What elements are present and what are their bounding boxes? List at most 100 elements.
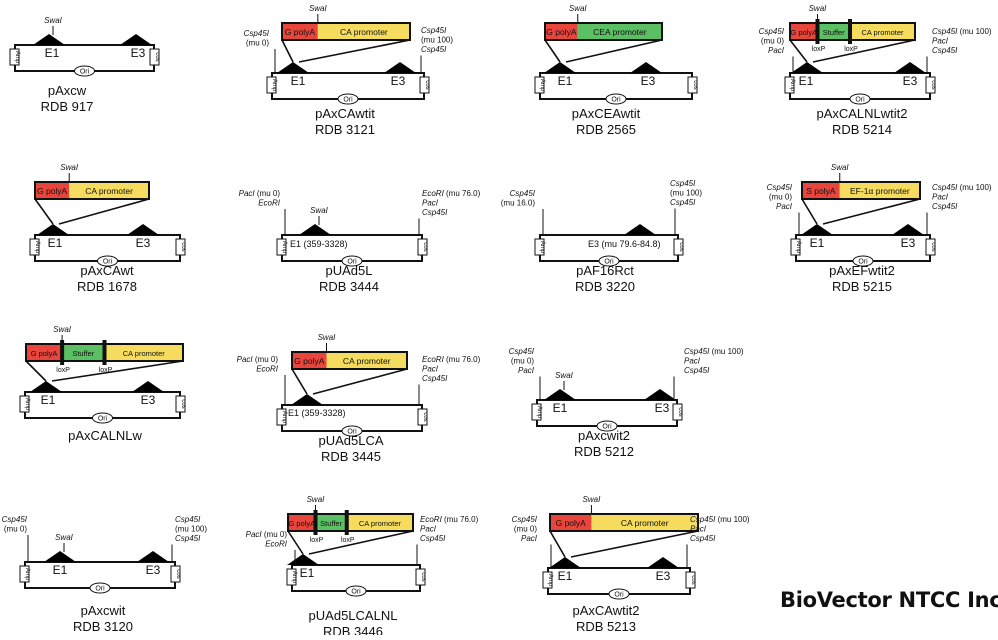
map-unit: (mu 76.0)	[444, 189, 481, 198]
amp-label: Amp	[789, 79, 795, 92]
right-site-label: Csp45I	[690, 534, 716, 543]
amp-marker	[266, 76, 277, 94]
amp-label: Amp	[24, 568, 30, 581]
ori-label: Ori	[343, 97, 353, 104]
insert-segment	[317, 23, 410, 40]
cos-marker	[149, 48, 160, 66]
vector-name: pUAd5L	[326, 263, 373, 278]
left-site-label: (mu 0)	[246, 39, 269, 48]
insert-label: G polyA	[285, 27, 316, 37]
connector-line	[801, 198, 818, 225]
e1-label: E1	[799, 74, 814, 88]
vector-rdb: RDB 3444	[319, 279, 379, 294]
left-site-label: PacI (mu 0)	[239, 189, 281, 198]
map-unit: (mu 100)	[175, 525, 207, 534]
left-site-label: PacI (mu 0)	[237, 355, 279, 364]
insert-label: Stuffer	[72, 349, 94, 358]
ori-oval	[337, 93, 359, 105]
connector-line	[570, 530, 699, 558]
ori-oval	[92, 412, 113, 424]
map-unit: (mu 0)	[255, 189, 281, 198]
left-site-label: Csp45I	[767, 183, 793, 192]
ori-label: Ori	[604, 259, 614, 266]
left-site-label: (mu 16.0)	[501, 199, 536, 208]
enzyme-name: PacI	[690, 525, 707, 534]
vector-name: pAxCEAwtit	[572, 106, 641, 121]
vector-name: pAF16Rct	[576, 263, 634, 278]
gene-triangle	[291, 394, 323, 405]
right-site-label: Csp45I	[421, 45, 447, 54]
enzyme-name: Csp45I	[690, 515, 716, 524]
vector-rdb: RDB 3121	[315, 122, 375, 137]
cos-marker	[175, 238, 186, 256]
right-site-label: PacI	[932, 37, 949, 46]
insert-label: Stuffer	[823, 28, 845, 37]
amp-marker	[29, 238, 40, 256]
insert-segment	[817, 23, 850, 40]
left-site-label: Csp45I	[510, 189, 536, 198]
insert-label: CEA promoter	[593, 27, 647, 37]
vector-rdb: RDB 3446	[323, 624, 383, 635]
insert-segment	[35, 182, 70, 199]
loxp-label: loxP	[844, 46, 858, 53]
amp-marker	[19, 565, 30, 583]
insert-segment	[591, 514, 698, 531]
vector-name: pAxcw	[48, 83, 87, 98]
enzyme-name: PacI	[420, 525, 437, 534]
e1-triangle	[277, 62, 309, 73]
enzyme-name: PacI	[521, 534, 538, 543]
vector-rdb: RDB 5214	[832, 122, 892, 137]
enzyme-name: Csp45I	[175, 534, 201, 543]
cos-label: cos	[180, 242, 186, 251]
amp-marker	[286, 568, 297, 586]
e1-triangle	[33, 34, 65, 45]
enzyme-name: Csp45I	[932, 46, 958, 55]
map-unit: (mu 0)	[761, 37, 784, 46]
e1-label: E1	[810, 236, 825, 250]
map-unit: (mu 0)	[262, 530, 288, 539]
cos-marker	[175, 395, 186, 413]
left-site-label: (mu 0)	[511, 357, 534, 366]
map-unit: (mu 76.0)	[444, 355, 481, 364]
amp-label: Amp	[536, 406, 542, 419]
e1-label: E1	[41, 393, 56, 407]
ori-label: Ori	[98, 416, 108, 423]
e1-label: E1	[300, 566, 315, 580]
e3-triangle	[630, 62, 662, 73]
insert-segment	[26, 344, 63, 361]
ori-label: Ori	[347, 259, 357, 266]
gene-triangle	[299, 224, 331, 235]
amp-marker	[790, 238, 801, 256]
vector-name: pUAd5LCALNL	[309, 608, 398, 623]
insert-label: G polyA	[556, 518, 587, 528]
insert-segment	[802, 182, 840, 199]
right-site-label: Csp45I	[422, 374, 448, 383]
insert-border	[801, 181, 921, 200]
enzyme-name: EcoRI	[256, 365, 279, 374]
vector-name: pAxCAwt	[80, 263, 134, 278]
connector-line	[34, 198, 54, 225]
vector-rdb: RDB 2565	[576, 122, 636, 137]
swal-label: SwaI	[809, 4, 828, 13]
map-unit: (mu 0)	[769, 193, 792, 202]
enzyme-name: Csp45I	[767, 183, 793, 192]
map-unit: (mu 0)	[253, 355, 279, 364]
enzyme-name: Csp45I	[175, 515, 201, 524]
right-site-label: Csp45I (mu 100)	[684, 347, 744, 356]
swal-label: SwaI	[310, 206, 329, 215]
right-site-label: Csp45I	[420, 534, 446, 543]
cos-label: cos	[692, 80, 698, 89]
e3-triangle	[127, 224, 159, 235]
amp-label: Amp	[34, 241, 40, 254]
vector-name: pUAd5LCA	[318, 433, 383, 448]
e1-triangle	[801, 224, 833, 235]
cos-label: cos	[175, 569, 181, 578]
e1-triangle	[549, 557, 581, 568]
enzyme-name: Csp45I	[420, 534, 446, 543]
swal-label: SwaI	[569, 4, 588, 13]
left-site-label: (mu 0)	[769, 193, 792, 202]
cos-marker	[417, 408, 428, 426]
